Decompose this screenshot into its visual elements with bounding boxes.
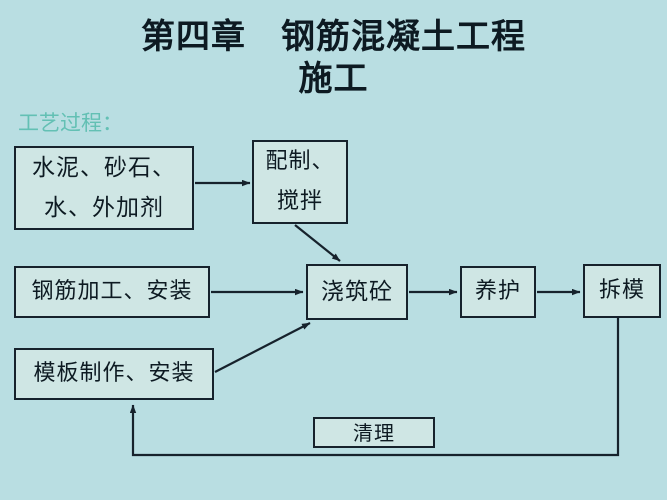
page-title: 第四章 钢筋混凝土工程 施工 [141, 17, 526, 99]
node-materials[interactable]: 水泥、砂石、 水、外加剂 [14, 146, 194, 230]
node-mixing[interactable]: 配制、 搅拌 [252, 140, 348, 224]
node-rebar-fabrication[interactable]: 钢筋加工、安装 [14, 266, 210, 318]
node-curing[interactable]: 养护 [460, 266, 536, 318]
node-formwork-removal[interactable]: 拆模 [583, 264, 661, 318]
edge-formwork-to-pour [214, 322, 311, 373]
node-cleaning[interactable]: 清理 [313, 417, 435, 448]
process-label: 工艺过程： [18, 111, 123, 135]
edge-mix-to-pour [294, 224, 341, 262]
node-formwork[interactable]: 模板制作、安装 [14, 348, 214, 400]
node-concrete-pouring[interactable]: 浇筑砼 [306, 264, 408, 320]
